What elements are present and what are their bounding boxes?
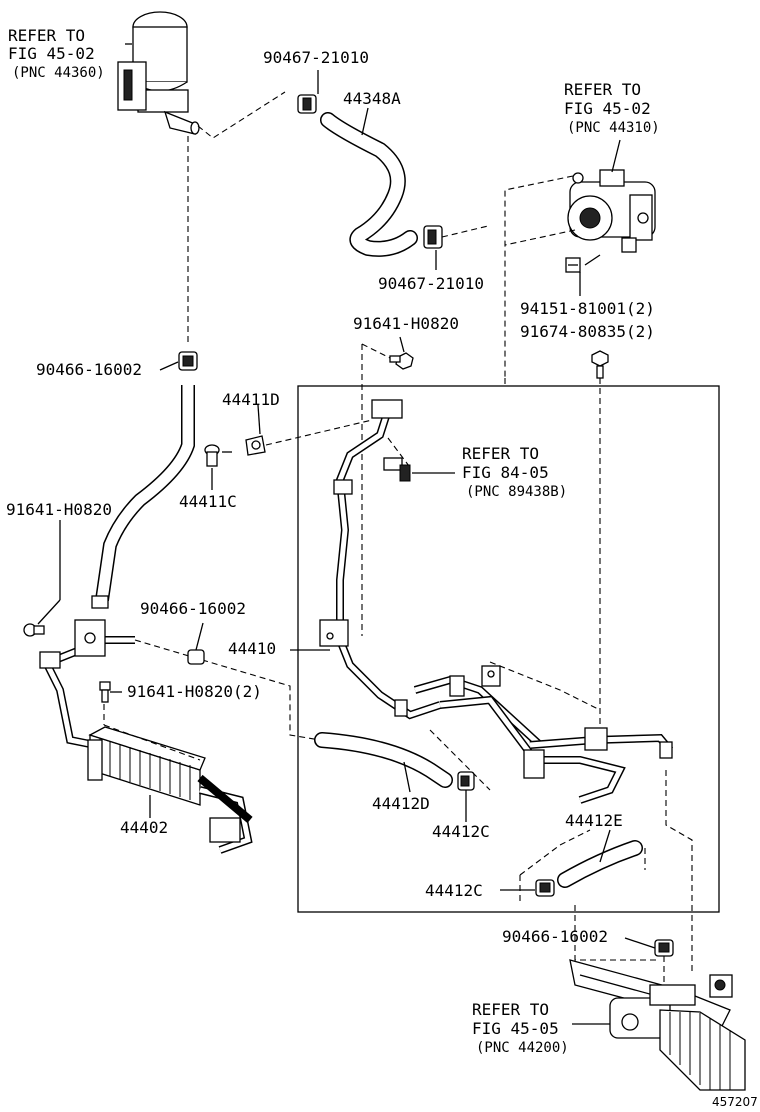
label-clamp-90467-pump: 90467-21010 <box>378 274 484 293</box>
clamp-44412C-b <box>535 879 555 897</box>
steering-gear-illustration <box>569 959 746 1091</box>
label-hose-44412D: 44412D <box>372 794 430 813</box>
clamp-90466-bottom <box>654 939 674 957</box>
label-bolt-91674: 91674-80835(2) <box>520 322 655 341</box>
ref-sensor-line2: FIG 84-05 <box>462 463 549 482</box>
bolt-44411C <box>204 444 220 467</box>
bolt-91641-left <box>23 623 45 637</box>
pressure-tube-44410 <box>319 399 674 804</box>
clamp-90466-mid <box>187 649 205 665</box>
clamp-90467-pump <box>423 225 443 249</box>
sensor-illustration <box>383 457 411 482</box>
ref-gear-line3: (PNC 44200) <box>476 1040 569 1056</box>
ref-pump-line2: FIG 45-02 <box>564 99 651 118</box>
cooler-pipework <box>39 619 135 749</box>
label-bolt-44411C: 44411C <box>179 492 237 511</box>
label-clamp-90466-mid: 90466-16002 <box>140 599 246 618</box>
label-bolt-91641-2: 91641-H0820(2) <box>127 682 262 701</box>
bolt-91674 <box>591 350 609 379</box>
label-hose-44412E: 44412E <box>565 811 623 830</box>
label-clamp-44412C-b: 44412C <box>425 881 483 900</box>
ref-sensor-line3: (PNC 89438B) <box>466 484 568 500</box>
clamp-44412C-a <box>457 771 475 791</box>
label-tube-44410: 44410 <box>228 639 277 658</box>
label-clamp-44412C-a: 44412C <box>432 822 490 841</box>
label-bolt-91641-left: 91641-H0820 <box>6 500 112 519</box>
ref-reservoir-line1: REFER TO <box>8 26 86 45</box>
label-hose-44348A: 44348A <box>343 89 401 108</box>
ref-sensor-line1: REFER TO <box>462 444 540 463</box>
label-cooler-44402: 44402 <box>120 818 169 837</box>
label-clamp-90466-left: 90466-16002 <box>36 360 142 379</box>
bracket-44411D <box>245 435 266 456</box>
label-bolt-91641-top: 91641-H0820 <box>353 314 459 333</box>
ref-gear-line1: REFER TO <box>472 1000 550 1019</box>
clamp-90466-left <box>178 351 198 371</box>
bolt-91641-top <box>389 352 414 370</box>
ref-pump-line3: (PNC 44310) <box>567 120 660 136</box>
label-clamp-90467-top: 90467-21010 <box>263 48 369 67</box>
ref-reservoir-line2: FIG 45-02 <box>8 44 95 63</box>
reservoir-illustration <box>117 11 200 135</box>
cooler-44402-illustration <box>87 726 253 854</box>
figure-number: 457207 <box>712 1095 758 1109</box>
label-bolt-94151: 94151-81001(2) <box>520 299 655 318</box>
clamp-90467-top <box>297 70 319 114</box>
label-bracket-44411D: 44411D <box>222 390 280 409</box>
label-clamp-90466-bottom: 90466-16002 <box>502 927 608 946</box>
bolt-94151 <box>565 257 581 273</box>
ref-reservoir-line3: (PNC 44360) <box>12 65 105 81</box>
pump-illustration <box>567 139 656 253</box>
ref-pump-line1: REFER TO <box>564 80 642 99</box>
bolt-91641-2 <box>99 681 111 703</box>
assembly-frame <box>297 385 720 913</box>
ref-gear-line2: FIG 45-05 <box>472 1019 559 1038</box>
